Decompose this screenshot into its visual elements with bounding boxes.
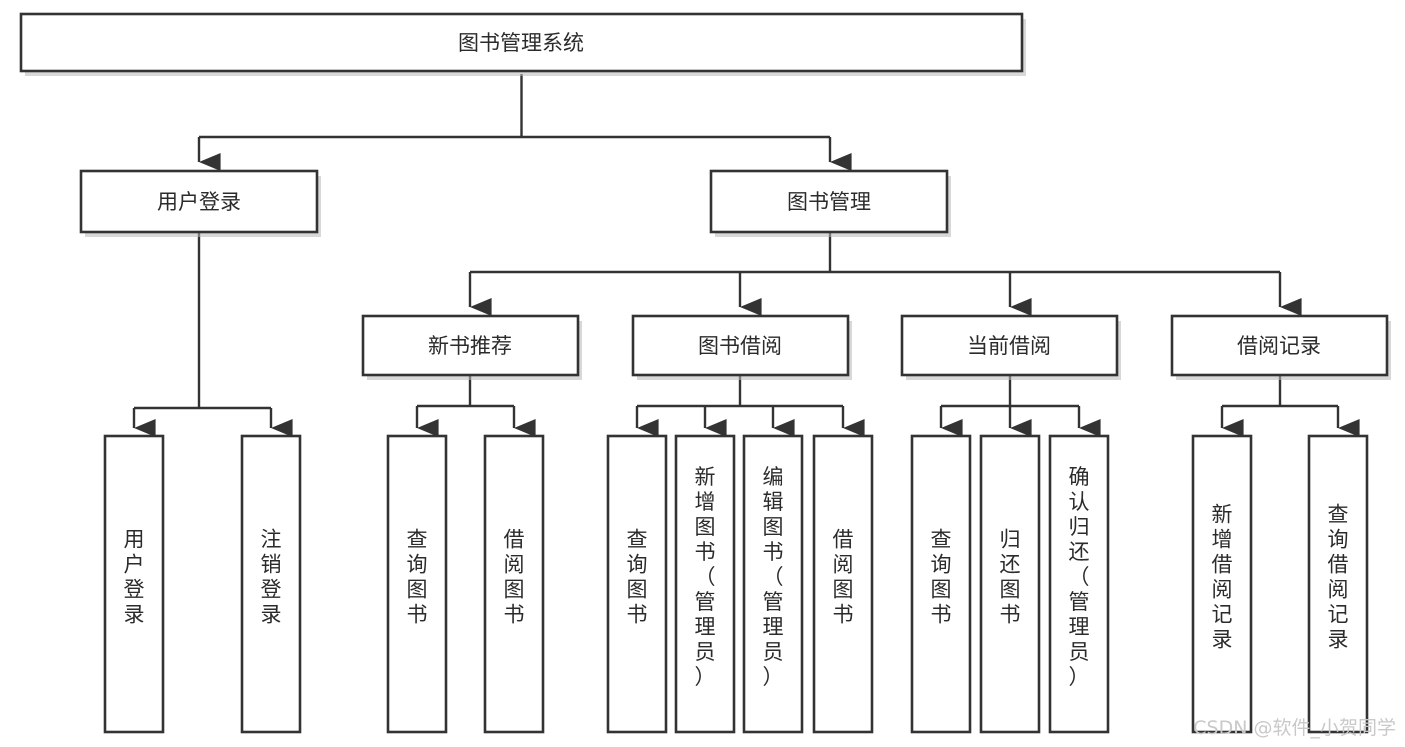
leaf-nbr-query-book[interactable]: 查询图书 bbox=[386, 434, 448, 734]
leaf-bb-borrow-book[interactable]: 借阅图书 bbox=[812, 434, 874, 734]
node-user-login-box bbox=[79, 169, 319, 234]
leaf-br-query-record-label: 查询借阅记录 bbox=[1328, 503, 1349, 652]
leaf-bb-borrow-book-label: 借阅图书 bbox=[833, 528, 854, 627]
leaf-bb-add-book-label: 新增图书（管理员） bbox=[695, 465, 716, 689]
leaf-br-add-record-label: 新增借阅记录 bbox=[1212, 503, 1233, 652]
node-new-book-recommend-box bbox=[361, 314, 580, 377]
leaf-logout-label: 注销登录 bbox=[261, 528, 282, 627]
leaf-bb-query-book[interactable]: 查询图书 bbox=[606, 434, 668, 734]
leaf-bb-edit-book-label: 编辑图书（管理员） bbox=[763, 465, 784, 689]
leaf-cb-confirm-return-label: 确认归还（管理员） bbox=[1069, 465, 1090, 689]
leaf-bb-add-book-box bbox=[674, 434, 736, 734]
leaf-cb-confirm-return-box bbox=[1048, 434, 1110, 734]
node-book-manage-label: 图书管理 bbox=[787, 190, 871, 214]
leaf-bb-query-book-box bbox=[606, 434, 668, 734]
leaf-user-login[interactable]: 用户登录 bbox=[103, 434, 165, 734]
leaf-cb-query-book-label: 查询图书 bbox=[931, 528, 952, 627]
leaf-cb-return-book-box bbox=[979, 434, 1041, 734]
leaf-nbr-borrow-book-box bbox=[483, 434, 545, 734]
leaf-br-query-record-box bbox=[1307, 434, 1369, 734]
leaf-nbr-query-book-label: 查询图书 bbox=[407, 528, 428, 627]
leaf-br-add-record[interactable]: 新增借阅记录 bbox=[1191, 434, 1253, 734]
node-current-borrow[interactable]: 当前借阅 bbox=[900, 314, 1121, 380]
node-new-book-recommend[interactable]: 新书推荐 bbox=[361, 314, 582, 380]
node-new-book-recommend-label: 新书推荐 bbox=[428, 334, 512, 358]
node-book-borrow[interactable]: 图书借阅 bbox=[631, 314, 852, 380]
node-borrow-records-label: 借阅记录 bbox=[1237, 334, 1321, 358]
leaf-br-add-record-box bbox=[1191, 434, 1253, 734]
node-root-system[interactable]: 图书管理系统 bbox=[19, 12, 1026, 76]
connector-layer bbox=[132, 74, 1360, 437]
leaf-bb-edit-book[interactable]: 编辑图书（管理员） bbox=[742, 434, 804, 734]
node-user-login-label: 用户登录 bbox=[157, 190, 241, 214]
leaf-cb-query-book-box bbox=[910, 434, 972, 734]
node-book-manage[interactable]: 图书管理 bbox=[709, 169, 951, 237]
leaf-cb-return-book-label: 归还图书 bbox=[1000, 528, 1021, 627]
node-current-borrow-label: 当前借阅 bbox=[967, 334, 1051, 358]
leaf-cb-confirm-return[interactable]: 确认归还（管理员） bbox=[1048, 434, 1110, 734]
leaf-nbr-borrow-book-label: 借阅图书 bbox=[504, 528, 525, 627]
leaf-nbr-query-book-box bbox=[386, 434, 448, 734]
node-book-manage-box bbox=[709, 169, 949, 234]
node-user-login[interactable]: 用户登录 bbox=[79, 169, 321, 237]
leaf-logout-box bbox=[240, 434, 302, 734]
leaf-br-query-record[interactable]: 查询借阅记录 bbox=[1307, 434, 1369, 734]
leaf-bb-edit-book-box bbox=[742, 434, 804, 734]
leaf-logout[interactable]: 注销登录 bbox=[240, 434, 302, 734]
node-root-box bbox=[19, 12, 1024, 73]
leaf-bb-query-book-label: 查询图书 bbox=[627, 528, 648, 627]
node-book-borrow-box bbox=[631, 314, 850, 377]
csdn-watermark: CSDN @软件_小贺同学 bbox=[1193, 717, 1396, 739]
leaf-cb-return-book[interactable]: 归还图书 bbox=[979, 434, 1041, 734]
leaf-bb-add-book[interactable]: 新增图书（管理员） bbox=[674, 434, 736, 734]
node-root-label: 图书管理系统 bbox=[458, 31, 584, 55]
leaf-cb-query-book[interactable]: 查询图书 bbox=[910, 434, 972, 734]
leaf-bb-borrow-book-box bbox=[812, 434, 874, 734]
node-borrow-records[interactable]: 借阅记录 bbox=[1170, 314, 1391, 380]
leaf-user-login-label: 用户登录 bbox=[124, 528, 145, 627]
node-borrow-records-box bbox=[1170, 314, 1389, 377]
node-current-borrow-box bbox=[900, 314, 1119, 377]
node-book-borrow-label: 图书借阅 bbox=[698, 334, 782, 358]
leaf-user-login-box bbox=[103, 434, 165, 734]
leaf-nbr-borrow-book[interactable]: 借阅图书 bbox=[483, 434, 545, 734]
